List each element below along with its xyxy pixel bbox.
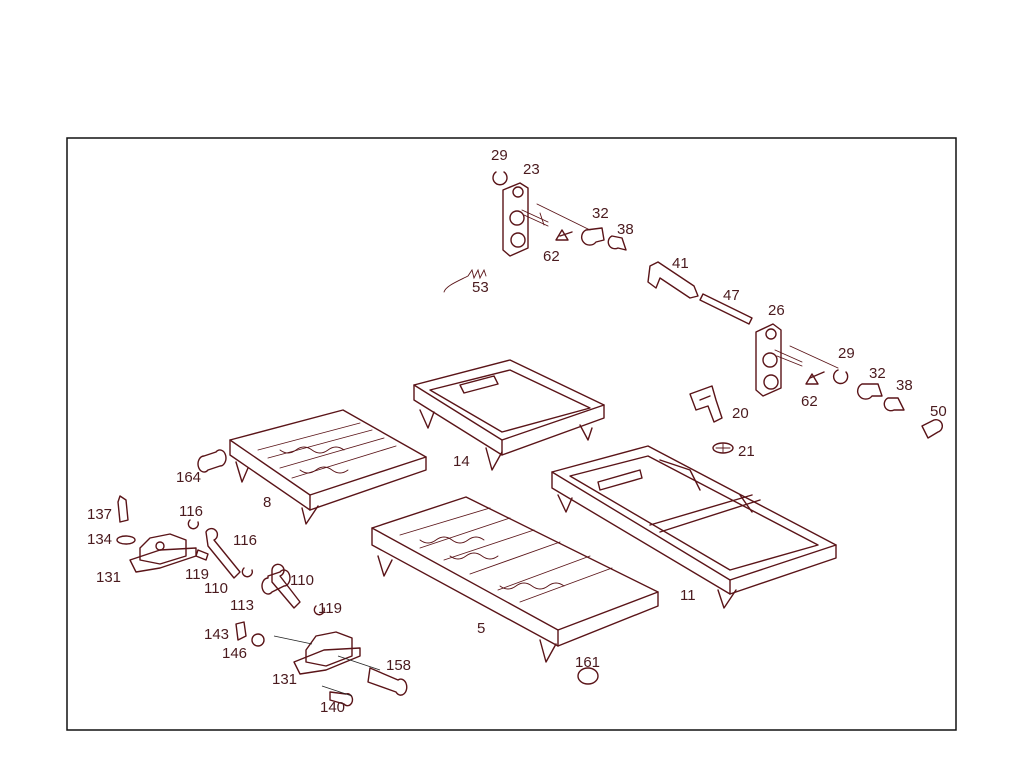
part-labels: 29 23 32 38 62 53 41 47 26 29 32 38 50 62 20 21 14 164 8 11…	[87, 147, 947, 716]
label-part-14: 14	[453, 453, 470, 470]
label-part-134: 134	[87, 531, 112, 548]
bracket-20	[689, 385, 723, 423]
seat-frame-11	[551, 445, 837, 609]
hinge-bracket-23	[492, 171, 591, 257]
bushing-164	[197, 449, 227, 473]
label-part-131-a: 131	[96, 569, 121, 586]
label-part-110-b: 110	[290, 572, 314, 589]
disc-21	[712, 442, 734, 454]
hinge-bracket-26	[755, 323, 849, 397]
label-part-23: 23	[523, 161, 540, 178]
bushing-32-right	[856, 383, 905, 412]
label-part-140: 140	[320, 699, 345, 716]
leader-lines	[273, 635, 381, 697]
spring-53	[443, 268, 487, 293]
label-part-29-top: 29	[491, 147, 508, 164]
label-part-116-a: 116	[179, 503, 203, 520]
label-part-110-a: 110	[204, 580, 228, 597]
label-part-143: 143	[204, 626, 229, 643]
label-part-62-top: 62	[543, 248, 560, 265]
seat-frame-5	[371, 496, 659, 663]
hinge-assembly-131-upper	[116, 495, 254, 579]
label-part-119-a: 119	[185, 566, 209, 583]
label-part-158: 158	[386, 657, 411, 674]
pin-62-top	[555, 229, 573, 241]
bushing-32-top	[580, 227, 627, 251]
label-part-161: 161	[575, 654, 600, 671]
label-part-53: 53	[472, 279, 489, 296]
label-part-38-right: 38	[896, 377, 913, 394]
lever-41	[647, 261, 699, 299]
label-part-38-top: 38	[617, 221, 634, 238]
diagram-border	[66, 137, 957, 731]
label-part-11: 11	[680, 587, 696, 604]
label-part-119-b: 119	[318, 600, 342, 617]
hinge-assembly-131-lower	[235, 563, 408, 707]
cap-161	[577, 667, 599, 685]
label-part-137: 137	[87, 506, 112, 523]
label-part-164: 164	[176, 469, 201, 486]
seat-frame-8	[229, 409, 427, 525]
label-part-26: 26	[768, 302, 785, 319]
label-part-20: 20	[732, 405, 749, 422]
label-part-116-b: 116	[233, 532, 257, 549]
seat-frame-14	[413, 359, 605, 471]
label-part-50: 50	[930, 403, 947, 420]
label-part-8: 8	[263, 494, 271, 511]
label-part-47: 47	[723, 287, 740, 304]
label-part-32-right: 32	[869, 365, 886, 382]
label-part-146: 146	[222, 645, 247, 662]
label-part-5: 5	[477, 620, 485, 637]
label-part-113: 113	[230, 597, 254, 614]
label-part-32-top: 32	[592, 205, 609, 222]
label-part-29-right: 29	[838, 345, 855, 362]
rod-47	[699, 293, 753, 325]
label-part-41: 41	[672, 255, 689, 272]
label-part-131-b: 131	[272, 671, 297, 688]
cap-50	[921, 418, 944, 439]
label-part-21: 21	[738, 443, 755, 460]
label-part-62-right: 62	[801, 393, 818, 410]
